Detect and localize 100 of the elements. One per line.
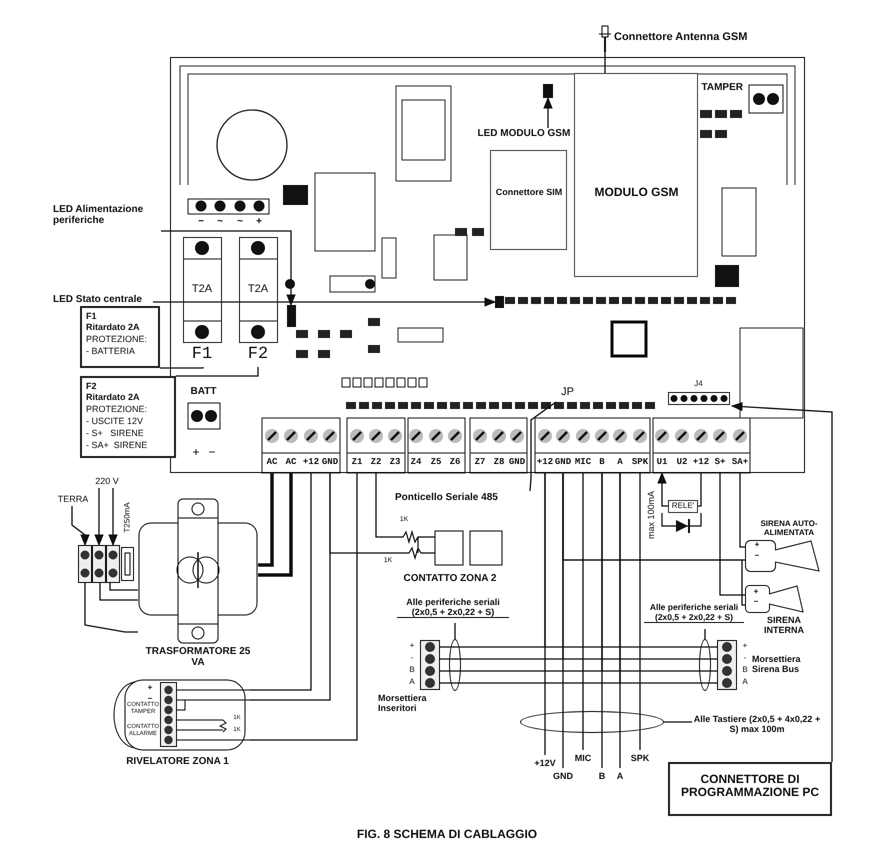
supply-arrow xyxy=(94,488,104,546)
component-caption: Morsettiera Sirena Bus xyxy=(752,654,802,674)
terminal-sign: + xyxy=(408,642,416,651)
leader-line xyxy=(454,623,456,639)
leader-line xyxy=(529,401,556,492)
wire xyxy=(250,473,312,691)
callout-text: LED Alimentazione periferiche xyxy=(53,204,144,226)
wire xyxy=(375,473,395,538)
component-caption: SIRENA INTERNA xyxy=(763,615,805,636)
cable-shield-ellipse xyxy=(699,639,711,691)
wire-label: SPK xyxy=(630,753,650,764)
note-text: Ritardato 2A xyxy=(86,322,141,332)
component-label: RELE' xyxy=(670,502,696,511)
polarity-sign: − xyxy=(208,446,216,460)
terminal-label: Z7 xyxy=(474,457,486,468)
note-box xyxy=(80,376,176,458)
terminal-label: Z5 xyxy=(430,457,442,468)
current-rating-text: max 100mA xyxy=(646,491,656,540)
fuse-rating: T2A xyxy=(190,282,214,295)
component-caption: Morsettiera Inseritori xyxy=(378,693,428,714)
supply-arrow xyxy=(71,506,90,546)
connector-label: J4 xyxy=(693,380,704,388)
terminal-sign: A xyxy=(408,678,416,687)
callout-text: Ponticello Seriale 485 xyxy=(395,492,499,504)
wire-label: B xyxy=(598,771,606,782)
wire xyxy=(698,473,702,507)
leader-line xyxy=(704,629,706,639)
leader-line xyxy=(176,367,259,377)
terminal-label: Z1 xyxy=(352,457,362,468)
terminal-label: Z2 xyxy=(370,457,382,468)
terminal-sign: A xyxy=(741,678,749,687)
callout-text: LED Stato centrale xyxy=(53,294,143,306)
terminal-label: GND xyxy=(508,457,526,468)
current-rating-text: T250mA xyxy=(124,502,132,533)
polarity-sign: + xyxy=(256,216,262,228)
note-text: - BATTERIA xyxy=(86,346,136,356)
polarity-sign: ~ xyxy=(237,216,243,228)
leader-arrow xyxy=(543,96,553,128)
wire xyxy=(619,473,621,768)
connector-callout-box xyxy=(668,762,832,816)
terminal-label: Z3 xyxy=(390,457,400,468)
antenna-cable xyxy=(604,52,606,73)
polarity-sign: − xyxy=(754,598,758,607)
polarity-sign: − xyxy=(754,552,760,561)
cable-spec-text: Alle periferiche seriali (2x0,5 + 2x0,22 + S) xyxy=(644,603,744,624)
wire xyxy=(99,583,138,601)
terminal-label: AC xyxy=(266,457,278,468)
wire xyxy=(329,473,395,554)
wire xyxy=(250,473,358,741)
component-caption: SIRENA AUTO-ALIMENTATA xyxy=(759,520,819,538)
component-caption: TRASFORMATORE 25 VA xyxy=(144,646,252,668)
polarity-sign: ~ xyxy=(217,216,223,228)
sim-holder xyxy=(490,150,566,250)
note-box xyxy=(80,306,160,368)
wire xyxy=(258,473,293,577)
terminal-label: MIC xyxy=(574,457,592,468)
leader-line xyxy=(160,366,204,369)
led-component xyxy=(286,304,296,326)
wire xyxy=(562,473,564,768)
leader-arrow xyxy=(153,297,496,307)
wire xyxy=(84,583,138,633)
callout-text: LED MODULO GSM xyxy=(478,128,572,139)
polarity-sign: + xyxy=(754,541,760,550)
leader-arrow xyxy=(161,230,296,306)
terminal-sign: - xyxy=(410,654,414,663)
terminal-label: A xyxy=(617,457,623,468)
terminal-label: Z8 xyxy=(494,457,504,468)
fuse-label: F2 xyxy=(246,344,270,364)
module-label: MODULO GSM xyxy=(594,186,680,199)
wire xyxy=(657,472,668,507)
wire xyxy=(601,473,603,768)
leader-arrow xyxy=(730,402,833,762)
cable-spec-text: Alle periferiche seriali (2x0,5 + 2x0,22 + S) xyxy=(397,597,509,618)
terminal-label: Z4 xyxy=(410,457,422,468)
terminal-label: Z6 xyxy=(450,457,460,468)
terminal-label: U1 xyxy=(656,457,668,468)
jumper-label: JP xyxy=(560,386,575,398)
note-text: PROTEZIONE: xyxy=(86,404,148,414)
terminal-sign: B xyxy=(408,666,416,675)
wire-label: A xyxy=(616,771,624,782)
wire xyxy=(582,473,584,750)
terminal-label: U2 xyxy=(676,457,688,468)
wire-label: MIC xyxy=(574,753,592,764)
terminal-label: SA+ xyxy=(732,457,748,468)
wire xyxy=(639,473,641,750)
terminal-label: S+ xyxy=(714,457,726,468)
cable-spec-text: Alle Tastiere (2x0,5 + 4x0,22 + S) max 100m xyxy=(692,714,822,734)
terminal-label: +12 xyxy=(536,457,554,468)
wire xyxy=(739,473,745,548)
supply-arrow xyxy=(108,488,118,546)
cable-shield-ellipse xyxy=(520,711,664,733)
wire-label: +12V xyxy=(534,758,556,768)
component-caption: CONTATTO ZONA 2 xyxy=(402,573,498,584)
terminal-sign: + xyxy=(742,642,748,651)
led-component xyxy=(494,296,504,308)
relay-box xyxy=(668,500,698,513)
component-label: BATT xyxy=(190,386,218,397)
terminal-label: +12 xyxy=(692,457,710,468)
polarity-sign: − xyxy=(148,695,152,703)
fuse-rating: T2A xyxy=(246,282,270,295)
